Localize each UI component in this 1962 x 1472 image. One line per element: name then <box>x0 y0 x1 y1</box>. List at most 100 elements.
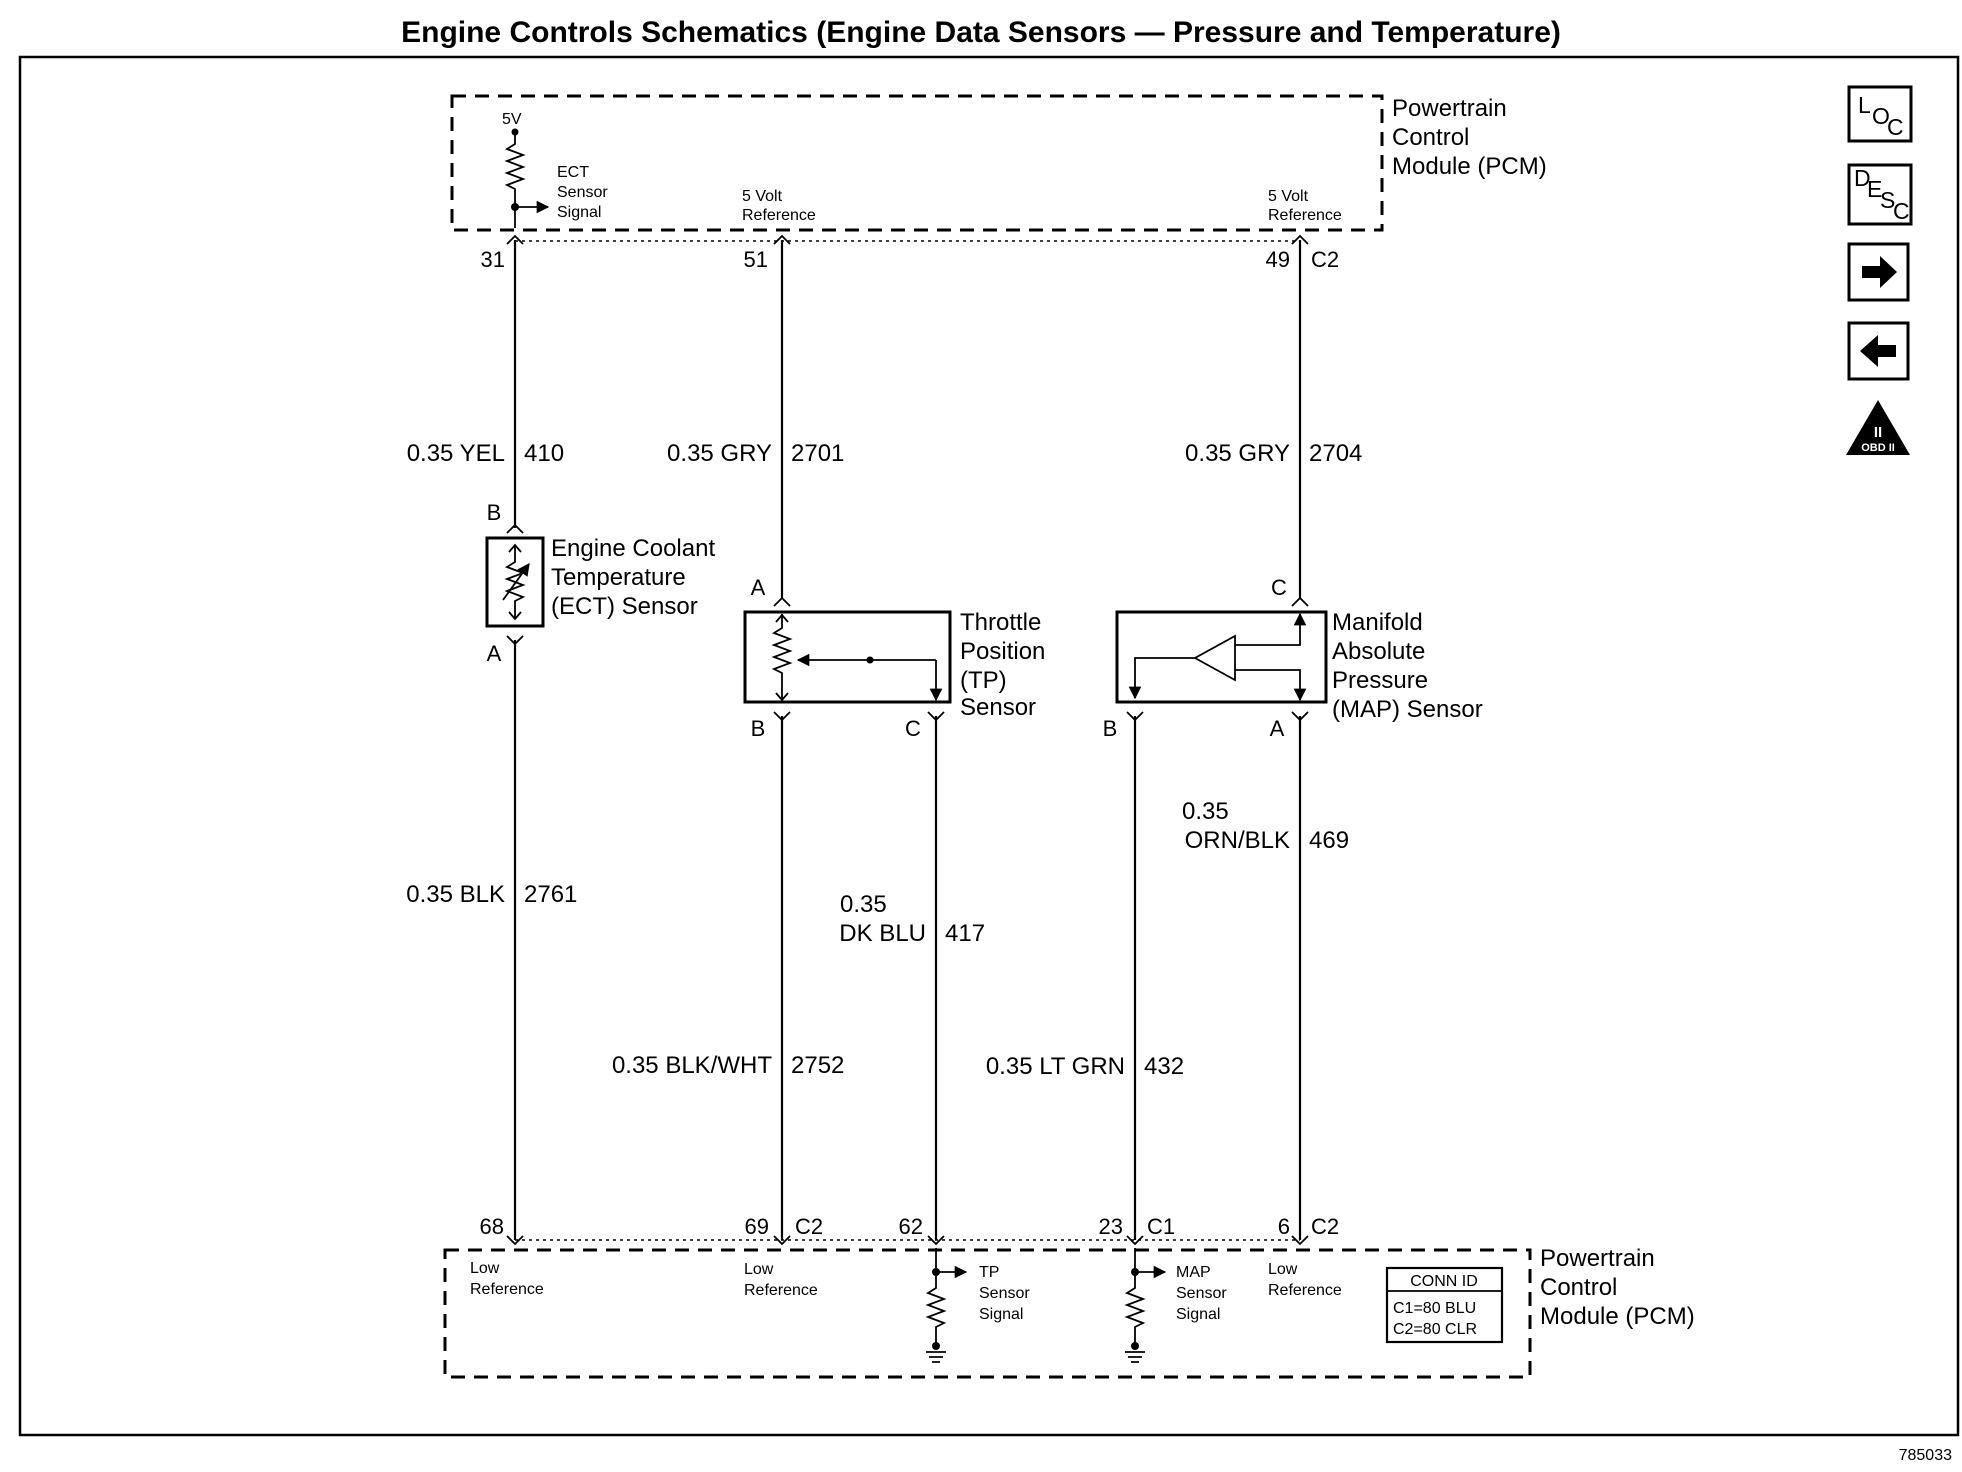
ref2-label-1: 5 Volt <box>1268 188 1309 205</box>
tp-pin-a: A <box>751 575 766 600</box>
wire-432-circuit: 432 <box>1144 1053 1184 1080</box>
desc-icon-c: C <box>1893 198 1910 224</box>
tp-signal-label-1: TP <box>979 1264 999 1281</box>
map-pulldown-resistor-icon <box>1124 1272 1146 1344</box>
map-output-lead <box>1128 657 1195 700</box>
ect-name-2: Temperature <box>551 564 686 591</box>
map-ground-node <box>1131 1342 1139 1350</box>
tp-arrow-down <box>775 692 789 702</box>
pin-23-chevron <box>1126 1235 1144 1246</box>
map-signal-label-1: MAP <box>1176 1264 1211 1281</box>
pin-51: 51 <box>744 247 768 272</box>
connector-id-table: CONN ID C1=80 BLU C2=80 CLR <box>1385 1266 1504 1344</box>
ect-sensor-box <box>485 536 545 628</box>
obd-icon-roman: II <box>1874 424 1882 441</box>
conn-id-c2: C2=80 CLR <box>1393 1321 1477 1338</box>
connector-c2-bottom-a: C2 <box>795 1214 823 1239</box>
tp-name-3: (TP) <box>960 667 1007 694</box>
figure-id: 785033 <box>1899 1447 1952 1464</box>
pcm-bottom-box <box>443 1248 1532 1379</box>
ref2-label-2: Reference <box>1268 207 1342 224</box>
pin-49-chevron <box>1291 234 1309 245</box>
map-pin-a: A <box>1270 716 1285 741</box>
pin-31-chevron <box>506 234 524 245</box>
obd-ii-icon[interactable]: II OBD II <box>1846 400 1910 455</box>
pcm-top-box <box>450 94 1384 232</box>
desc-icon-s: S <box>1880 187 1895 213</box>
pcm-bottom-label-2: Control <box>1540 1274 1617 1301</box>
pin-6: 6 <box>1278 1214 1290 1239</box>
wire-2704-gauge: 0.35 GRY <box>1185 440 1290 467</box>
tp-sensor-box <box>743 610 952 704</box>
map-ground-icon <box>1125 1351 1145 1363</box>
wire-2752-circuit: 2752 <box>791 1052 844 1079</box>
low-ref-1-label-1: Low <box>470 1260 500 1277</box>
wire-417-circuit: 417 <box>945 920 985 947</box>
low-ref-2-label-2: Reference <box>744 1282 818 1299</box>
pin-69-chevron <box>773 1235 791 1246</box>
wire-2704-circuit: 2704 <box>1309 440 1362 467</box>
next-page-button[interactable] <box>1847 242 1910 302</box>
wire-2701-gauge: 0.35 GRY <box>667 440 772 467</box>
wire-469-circuit: 469 <box>1309 827 1349 854</box>
wire-2752-gauge: 0.35 BLK/WHT <box>612 1052 772 1079</box>
map-signal-label-3: Signal <box>1176 1306 1220 1323</box>
connector-c2-top: C2 <box>1311 247 1339 272</box>
wire-2761-gauge: 0.35 BLK <box>406 881 505 908</box>
desc-button[interactable]: D E S C <box>1847 163 1913 226</box>
low-ref-3-label-2: Reference <box>1268 1282 1342 1299</box>
ect-pin-b-chevron <box>506 523 524 534</box>
tp-ground-node <box>932 1342 940 1350</box>
pin-68: 68 <box>480 1214 504 1239</box>
obd-icon-label: OBD II <box>1861 442 1895 454</box>
conn-id-header: CONN ID <box>1410 1273 1478 1290</box>
wire-417-color: DK BLU <box>839 920 926 947</box>
ect-name-1: Engine Coolant <box>551 535 715 562</box>
connector-c1-bottom: C1 <box>1147 1214 1175 1239</box>
pcm-bottom-label-1: Powertrain <box>1540 1245 1655 1272</box>
map-signal-label-2: Sensor <box>1176 1285 1227 1302</box>
map-name-4: (MAP) Sensor <box>1332 696 1483 723</box>
page-title: Engine Controls Schematics (Engine Data … <box>401 16 1561 49</box>
pcm-bottom-label-3: Module (PCM) <box>1540 1303 1695 1330</box>
tp-name-2: Position <box>960 638 1045 665</box>
tp-pin-c: C <box>905 716 921 741</box>
arrow-right-icon <box>1862 256 1897 288</box>
low-ref-3-label-1: Low <box>1268 1261 1298 1278</box>
pin-51-chevron <box>773 234 791 245</box>
low-ref-2-label-1: Low <box>744 1261 774 1278</box>
map-sensor-box <box>1115 610 1328 704</box>
tp-wiper-node <box>866 656 874 664</box>
pin-68-chevron <box>506 1235 524 1246</box>
tp-pin-b: B <box>751 716 766 741</box>
loc-icon-c: C <box>1887 114 1904 140</box>
previous-page-button[interactable] <box>1847 321 1910 381</box>
desc-icon-e: E <box>1867 176 1882 202</box>
loc-button[interactable]: L O C <box>1847 85 1913 143</box>
diagram-frame <box>18 55 1960 1437</box>
wire-469-color: ORN/BLK <box>1185 827 1290 854</box>
arrow-left-icon <box>1860 335 1896 367</box>
map-pin-b: B <box>1103 716 1118 741</box>
ect-signal-label-3: Signal <box>557 204 601 221</box>
amplifier-icon <box>1193 634 1236 682</box>
tp-name-1: Throttle <box>960 609 1041 636</box>
pin-6-chevron <box>1291 1235 1309 1246</box>
pin-31: 31 <box>481 247 505 272</box>
pin-62: 62 <box>899 1214 923 1239</box>
thermistor-slash <box>502 562 530 601</box>
map-low-lead <box>1235 669 1307 702</box>
map-name-3: Pressure <box>1332 667 1428 694</box>
low-ref-1-label-2: Reference <box>470 1281 544 1298</box>
tp-pulldown-resistor-icon <box>925 1272 947 1344</box>
pcm-top-label-2: Control <box>1392 124 1469 151</box>
ect-signal-label-1: ECT <box>557 164 589 181</box>
ect-signal-label-2: Sensor <box>557 184 608 201</box>
tp-name-4: Sensor <box>960 694 1036 721</box>
tp-arrow-up <box>775 613 789 623</box>
pin-62-chevron <box>927 1235 945 1246</box>
pin-69: 69 <box>745 1214 769 1239</box>
loc-icon-o: O <box>1872 103 1890 129</box>
connector-c2-bottom-b: C2 <box>1311 1214 1339 1239</box>
tp-signal-label-2: Sensor <box>979 1285 1030 1302</box>
